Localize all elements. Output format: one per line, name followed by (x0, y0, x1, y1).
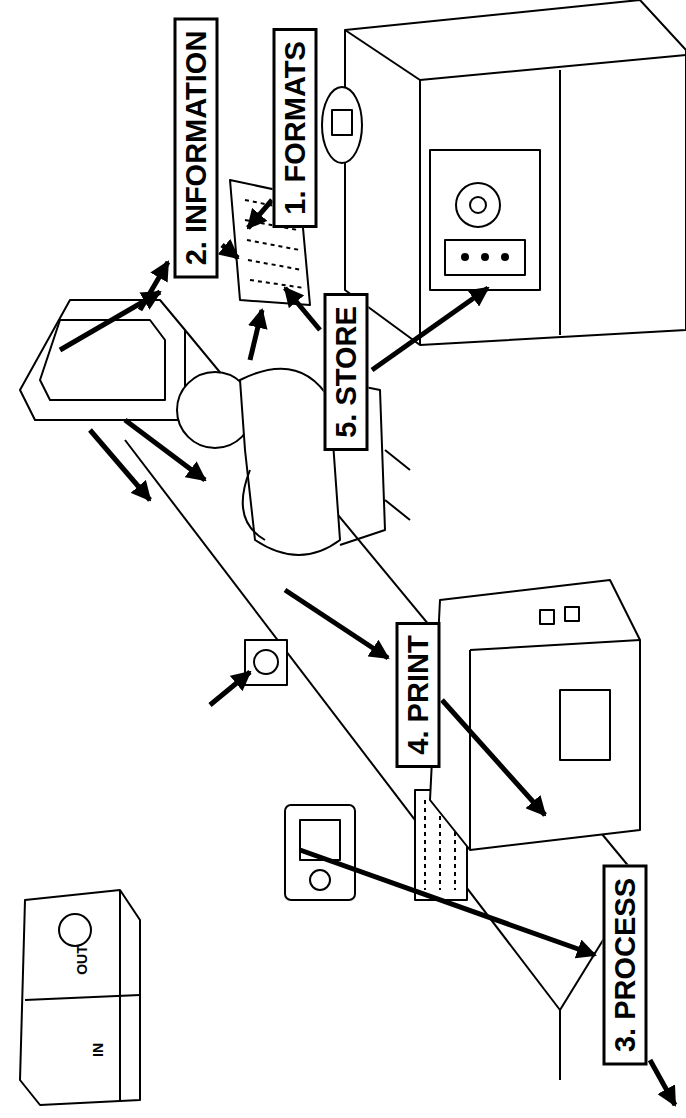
callout-label: 3. PROCESS (611, 878, 640, 1052)
callout-box: 5. STORE (324, 293, 369, 451)
callout-box: 2. INFORMATION (174, 18, 219, 279)
callout-box: 3. PROCESS (603, 865, 648, 1066)
callout-label: 2. INFORMATION (182, 31, 211, 266)
callout-box: 4. PRINT (396, 622, 441, 768)
tray-label: OUT (74, 945, 90, 975)
callout-label: 1. FORMATS (281, 41, 310, 214)
callout-label: 4. PRINT (404, 635, 433, 754)
tray-label: IN (90, 1043, 106, 1057)
callout-box: 1. FORMATS (273, 28, 318, 228)
callout-label: 5. STORE (332, 306, 361, 438)
